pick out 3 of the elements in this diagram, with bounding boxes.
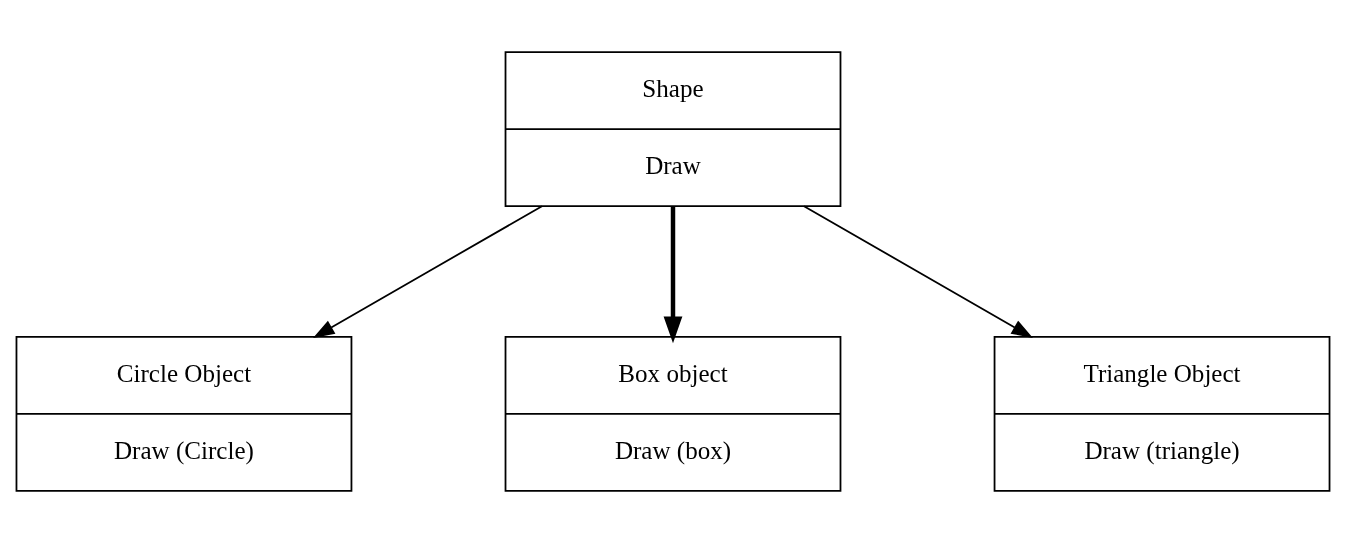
arrow	[663, 206, 683, 344]
arrow	[803, 205, 1033, 338]
arrow	[313, 205, 543, 338]
